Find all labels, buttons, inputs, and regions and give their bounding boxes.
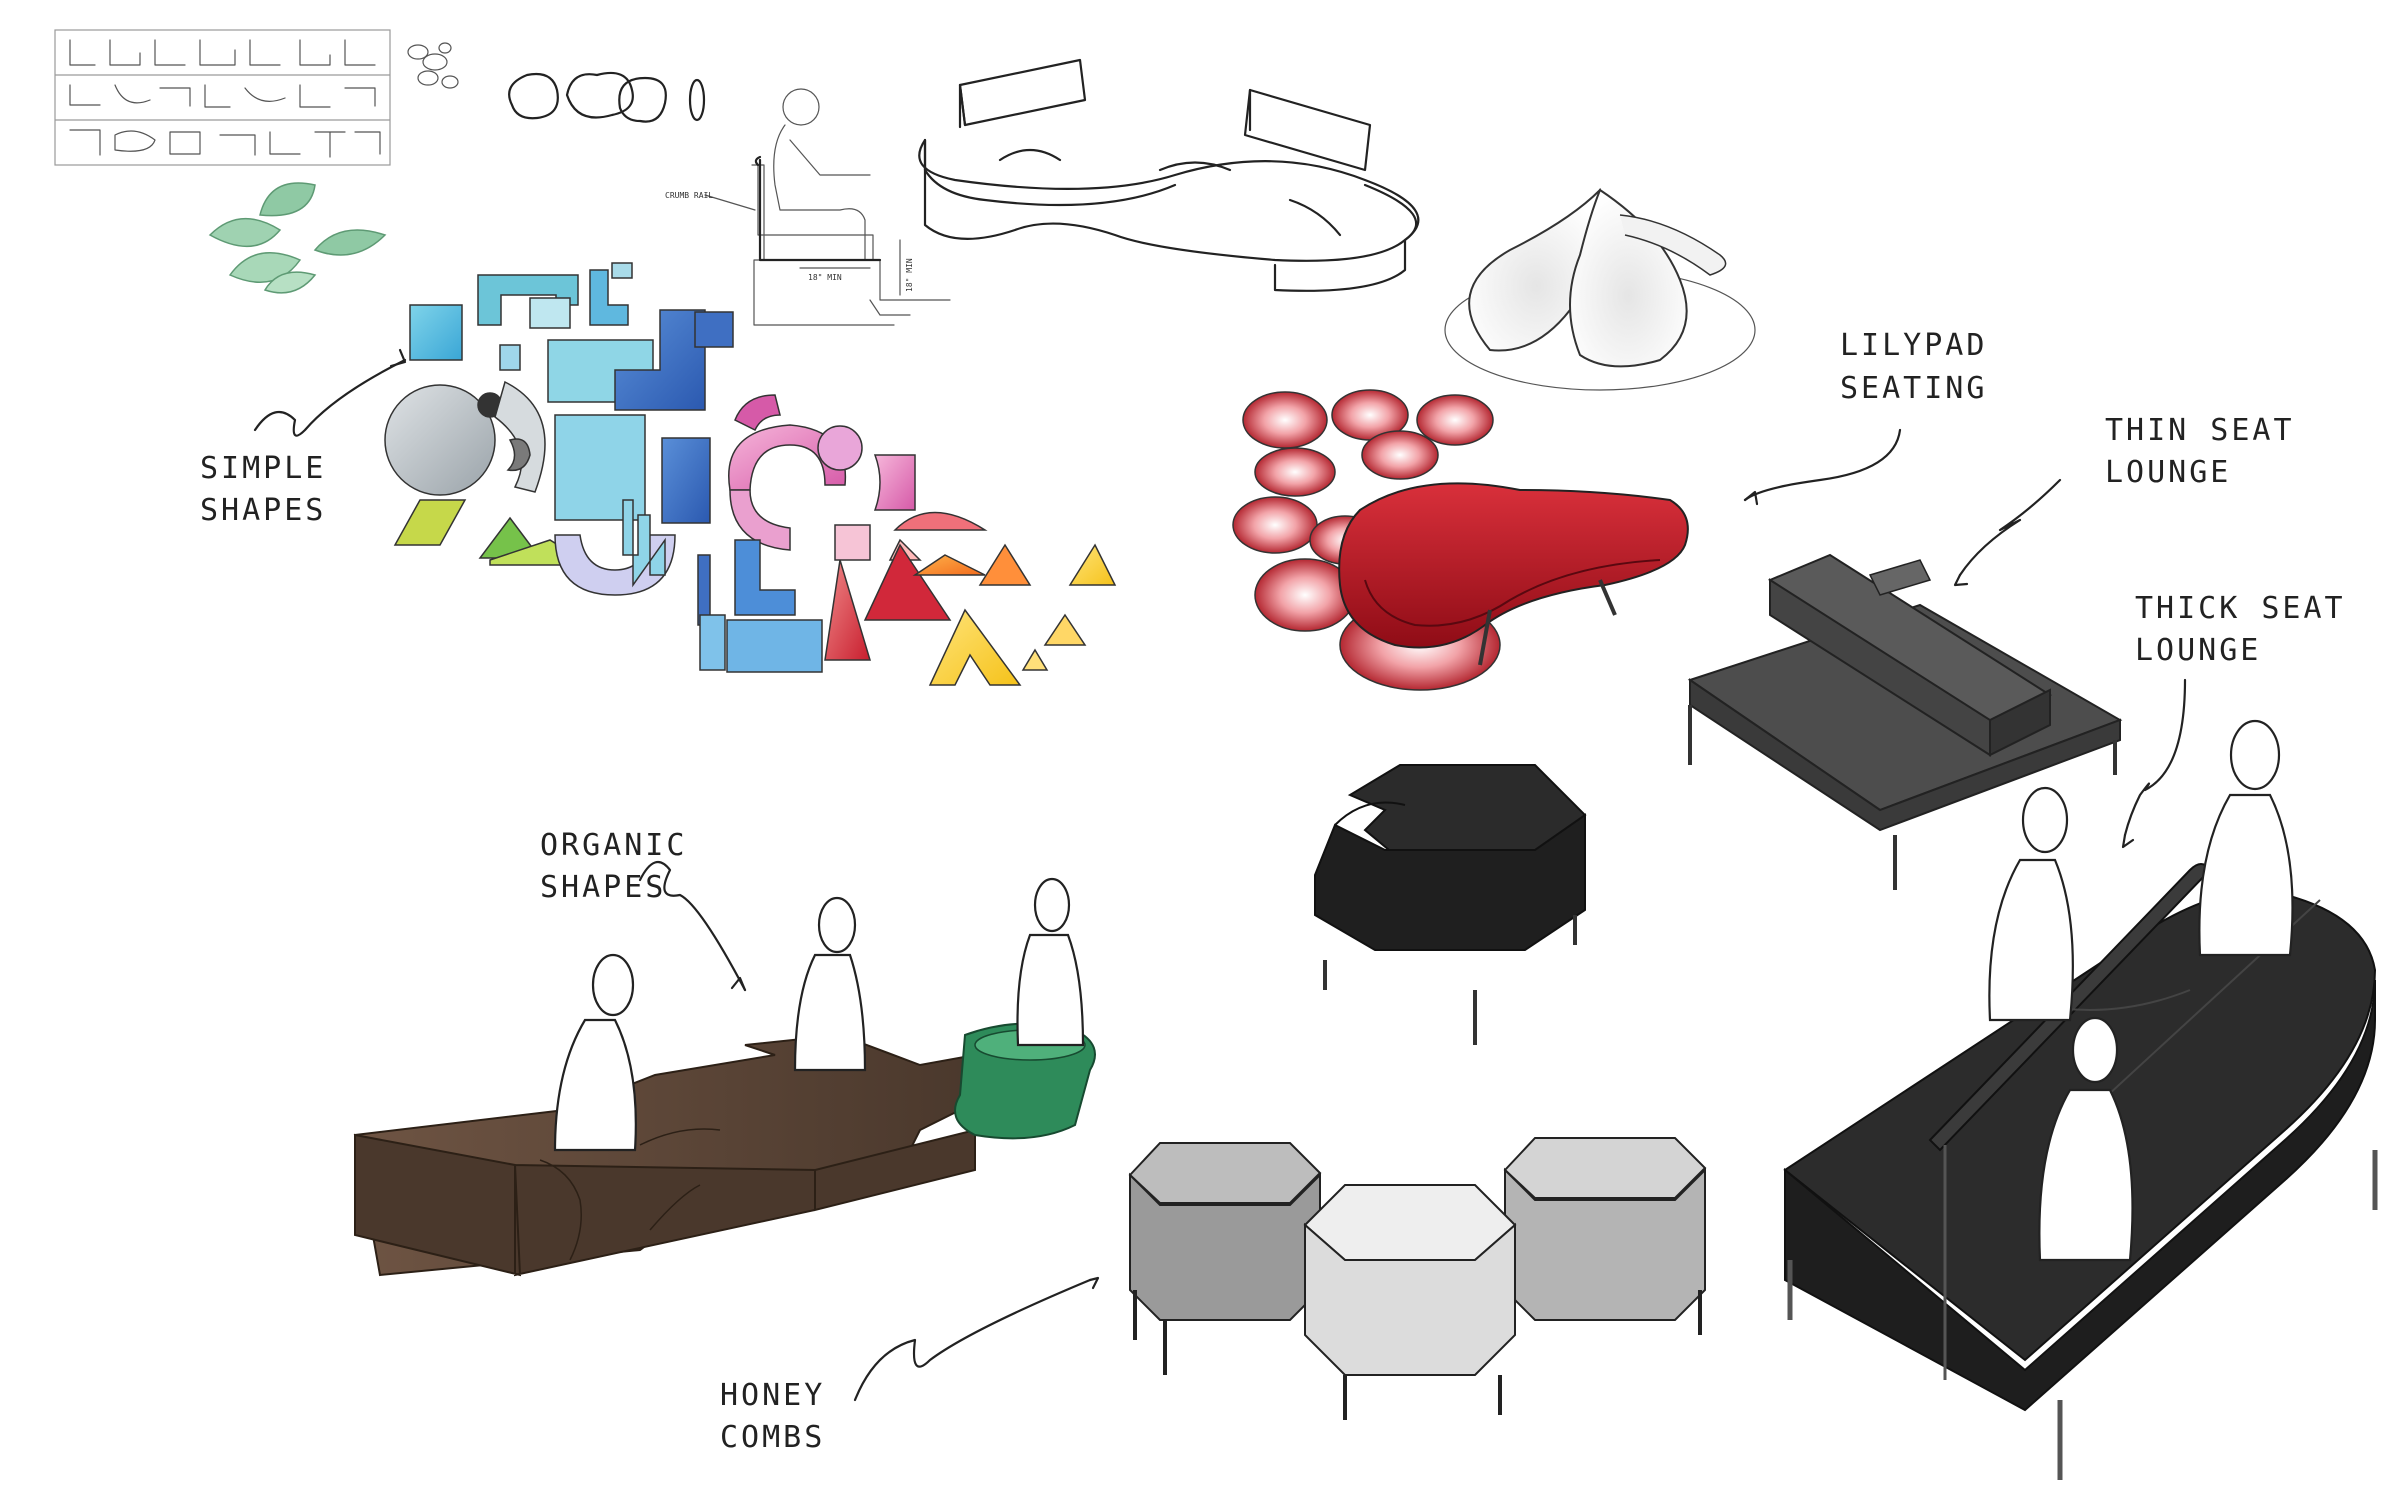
label-honey-line1: HONEY xyxy=(720,1378,825,1413)
black-hex-ottoman xyxy=(1314,764,1587,1045)
simple-shapes-collage xyxy=(384,262,1117,686)
petal-seat-sketch xyxy=(1444,188,1756,391)
seat-depth-dimension: 18" MIN xyxy=(808,273,842,282)
crumb-rail-label: CRUMB RAIL xyxy=(665,191,713,200)
thumbnail-sketch-grid xyxy=(54,29,391,166)
label-thick-seat-lounge: THICK SEAT LOUNGE xyxy=(2135,591,2346,668)
person-figure-icon xyxy=(553,719,2294,1262)
arrow-icon xyxy=(253,348,2187,1402)
label-honey-line2: COMBS xyxy=(720,1420,825,1455)
label-organic-line2: SHAPES xyxy=(540,870,666,905)
curved-bench-outline-sketch xyxy=(918,58,1420,292)
label-simple-shapes: SIMPLE SHAPES xyxy=(200,451,326,528)
label-thin-seat-line1: THIN SEAT xyxy=(2105,413,2295,448)
label-organic-line1: ORGANIC xyxy=(540,828,687,863)
label-thin-seat-lounge: THIN SEAT LOUNGE xyxy=(2105,413,2295,490)
label-honey-combs: HONEY COMBS xyxy=(720,1378,825,1455)
honeycomb-ottomans xyxy=(1128,1137,1707,1420)
label-lilypad-seating: LILYPAD SEATING xyxy=(1840,328,1987,406)
label-organic-shapes: ORGANIC SHAPES xyxy=(540,828,687,905)
label-lilypad-line1: LILYPAD xyxy=(1840,328,1987,363)
pebble-doodle xyxy=(407,42,459,89)
seat-height-dimension: 18" MIN xyxy=(905,258,914,292)
label-thick-seat-line2: LOUNGE xyxy=(2135,633,2261,668)
ergonomic-section-sketch: CRUMB RAIL 18" MIN 18" MIN xyxy=(665,88,951,326)
lilypad-seating-illustration xyxy=(1232,389,1689,691)
leaf-icon xyxy=(208,182,387,294)
label-lilypad-line2: SEATING xyxy=(1840,371,1987,406)
thin-seat-lounge-illustration xyxy=(1687,553,2123,890)
label-simple-shapes-line1: SIMPLE xyxy=(200,451,326,486)
label-thick-seat-line1: THICK SEAT xyxy=(2135,591,2346,626)
label-thin-seat-line2: LOUNGE xyxy=(2105,455,2231,490)
organic-shapes-bench xyxy=(353,1022,1096,1277)
label-simple-shapes-line2: SHAPES xyxy=(200,493,326,528)
pebble-outline-shapes xyxy=(508,71,706,123)
